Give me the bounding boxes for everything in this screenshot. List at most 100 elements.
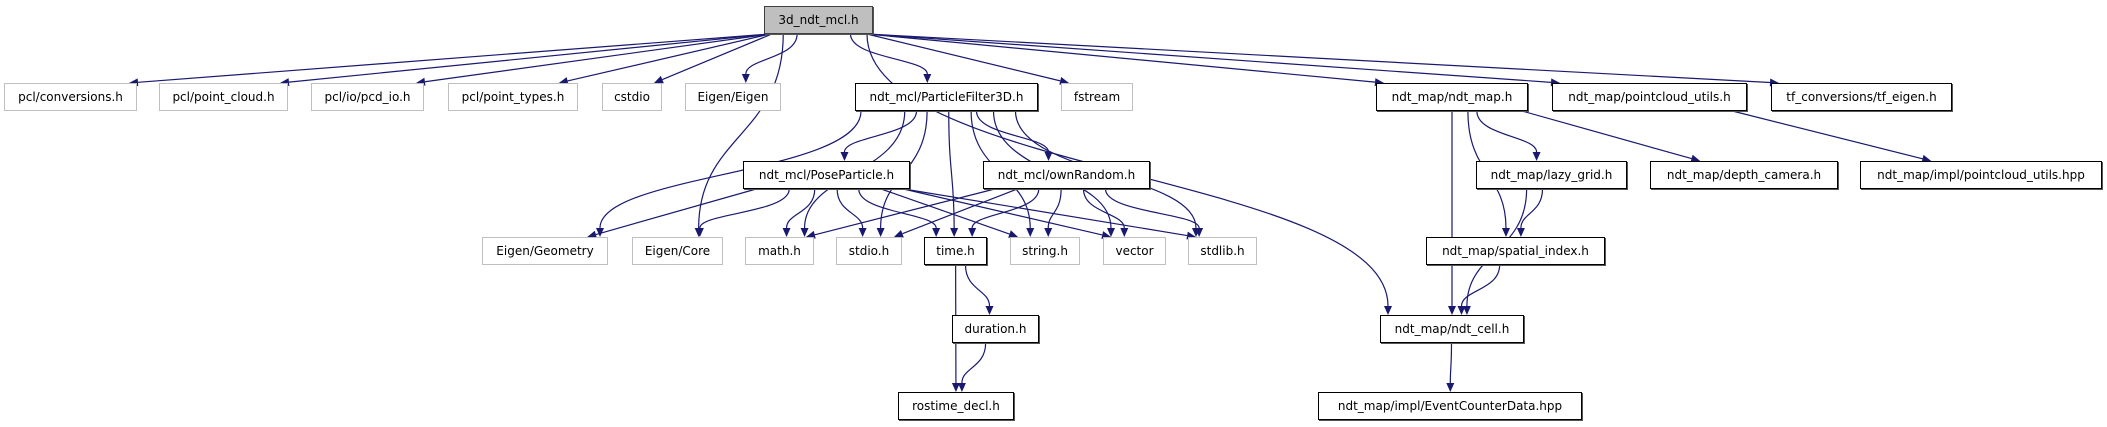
node-pose-particle-h[interactable]: ndt_mcl/PoseParticle.h xyxy=(743,161,910,189)
edge-line xyxy=(903,188,1188,237)
node-string-h: string.h xyxy=(1010,237,1080,265)
edge-own_random-to-vector xyxy=(1082,188,1129,237)
edge-pf3d-to-time xyxy=(948,110,959,237)
arrowhead-icon xyxy=(741,74,750,83)
node-spatial-index-h[interactable]: ndt_map/spatial_index.h xyxy=(1426,237,1605,265)
node-particle-filter-3d-h[interactable]: ndt_mcl/ParticleFilter3D.h xyxy=(855,83,1038,111)
node-3d-ndt-mcl-h: 3d_ndt_mcl.h xyxy=(764,6,873,34)
arrowhead-icon xyxy=(957,383,966,392)
edge-line xyxy=(836,188,864,229)
edge-line xyxy=(1104,188,1200,229)
edge-pc_utils-to-pc_utils_hpp xyxy=(1732,110,1932,163)
edge-line xyxy=(880,188,1010,235)
arrowhead-icon xyxy=(1448,306,1456,315)
edge-root-to-point_cloud xyxy=(280,33,771,87)
node-pcl-point-types-h: pcl/point_types.h xyxy=(448,83,578,111)
arrowhead-icon xyxy=(1462,306,1471,315)
edge-line xyxy=(858,188,937,229)
node-eigen-geometry: Eigen/Geometry xyxy=(482,237,608,265)
edge-line xyxy=(1521,110,1692,160)
node-lazy-grid-h[interactable]: ndt_map/lazy_grid.h xyxy=(1476,161,1627,189)
edge-line xyxy=(1520,188,1544,229)
edge-line xyxy=(1082,188,1125,229)
node-math-h: math.h xyxy=(745,237,814,265)
node-vector: vector xyxy=(1103,237,1166,265)
node-ndt-map-h[interactable]: ndt_map/ndt_map.h xyxy=(1376,83,1528,111)
node-pcl-point-cloud-h: pcl/point_cloud.h xyxy=(159,83,288,111)
node-rostime-decl-h[interactable]: rostime_decl.h xyxy=(898,392,1014,420)
arrowhead-icon xyxy=(951,383,960,392)
edge-line xyxy=(567,33,771,82)
arrowhead-icon xyxy=(1690,154,1701,163)
edge-line xyxy=(662,33,773,81)
arrowhead-icon xyxy=(1195,228,1204,237)
arrowhead-icon xyxy=(968,228,977,237)
edge-spatial_index-to-ndt_cell xyxy=(1457,264,1501,315)
node-pcl-io-pcd-io-h: pcl/io/pcd_io.h xyxy=(311,83,424,111)
edge-ndt_map-to-lazy_grid xyxy=(1476,110,1541,161)
arrowhead-icon xyxy=(1501,228,1510,237)
arrowhead-icon xyxy=(587,230,597,239)
edge-ndt_map-to-ndt_cell xyxy=(1448,110,1456,315)
edge-own_random-to-stdlib xyxy=(1104,188,1204,237)
arrowhead-icon xyxy=(932,228,941,237)
arrowhead-icon xyxy=(1044,228,1053,237)
edge-line xyxy=(964,264,991,307)
edge-root-to-ndt_map xyxy=(866,33,1384,87)
edge-pose_particle-to-vector xyxy=(903,188,1111,239)
edge-line xyxy=(814,188,995,236)
edge-root-to-pc_utils xyxy=(866,33,1560,87)
edge-root-to-point_types xyxy=(558,33,771,85)
arrowhead-icon xyxy=(1457,306,1466,315)
node-depth-camera-h[interactable]: ndt_map/depth_camera.h xyxy=(1650,161,1838,189)
node-event-counter-data-hpp[interactable]: ndt_map/impl/EventCounterData.hpp xyxy=(1318,392,1582,420)
edge-ndt_map-to-depth_camera xyxy=(1521,110,1701,163)
arrowhead-icon xyxy=(654,75,664,84)
node-own-random-h[interactable]: ndt_mcl/ownRandom.h xyxy=(983,161,1150,189)
node-ndt-cell-h[interactable]: ndt_map/ndt_cell.h xyxy=(1380,315,1524,343)
edge-pose_particle-to-math xyxy=(782,188,816,237)
edge-duration-to-rostime_decl xyxy=(957,342,987,392)
arrowhead-icon xyxy=(1008,230,1018,238)
arrowhead-icon xyxy=(782,228,791,237)
arrowhead-icon xyxy=(840,152,849,161)
edge-line xyxy=(902,188,1018,235)
edge-own_random-to-time xyxy=(968,188,1040,237)
arrowhead-icon xyxy=(1516,228,1525,237)
edge-line xyxy=(948,110,955,229)
edge-pose_particle-to-eigen_geometry xyxy=(587,188,757,239)
node-pointcloud-utils-hpp[interactable]: ndt_map/impl/pointcloud_utils.hpp xyxy=(1860,161,2102,189)
edge-line xyxy=(288,33,771,83)
edge-line xyxy=(866,33,1061,82)
edge-line xyxy=(599,110,862,229)
edge-line xyxy=(866,33,1771,84)
edge-line xyxy=(785,188,816,229)
arrowhead-icon xyxy=(558,77,569,85)
edge-line xyxy=(1460,264,1501,307)
edge-line xyxy=(849,33,928,75)
edge-pose_particle-to-string xyxy=(880,188,1018,238)
edge-line xyxy=(903,188,1103,236)
node-stdlib-h: stdlib.h xyxy=(1188,237,1257,265)
edge-line xyxy=(595,188,757,236)
edge-pose_particle-to-eigen_core xyxy=(695,188,790,237)
node-fstream: fstream xyxy=(1061,83,1133,111)
node-tf-eigen-h[interactable]: tf_conversions/tf_eigen.h xyxy=(1771,83,1952,111)
edge-line xyxy=(1732,110,1923,160)
node-time-h[interactable]: time.h xyxy=(924,237,987,265)
edge-line xyxy=(1476,110,1538,153)
node-pcl-conversions-h: pcl/conversions.h xyxy=(4,83,137,111)
node-duration-h[interactable]: duration.h xyxy=(952,315,1039,343)
arrowhead-icon xyxy=(1921,154,1932,163)
edge-root-to-cstdio xyxy=(654,33,773,84)
edge-pf3d-to-own_random xyxy=(975,110,1053,161)
arrowhead-icon xyxy=(1026,228,1035,237)
edge-time-to-duration xyxy=(964,264,994,315)
edge-pf3d-to-pose_particle xyxy=(840,110,918,161)
edge-line xyxy=(961,342,987,384)
edge-line xyxy=(866,33,1376,83)
arrowhead-icon xyxy=(876,228,885,237)
node-pointcloud-utils-h[interactable]: ndt_map/pointcloud_utils.h xyxy=(1552,83,1747,111)
arrowhead-icon xyxy=(923,74,932,83)
